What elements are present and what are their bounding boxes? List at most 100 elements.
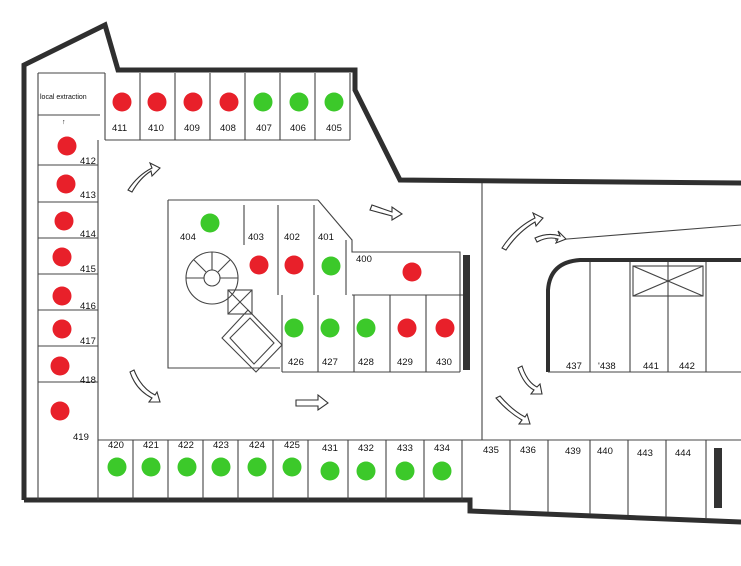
spot-number-label: 422	[178, 440, 194, 451]
bottom-row-dividers	[98, 439, 741, 518]
spot-number-label: 444	[675, 448, 691, 459]
spot-occupied-marker	[112, 92, 132, 112]
spot-number-label: 437	[566, 361, 582, 372]
spot-number-label: 411	[112, 123, 127, 134]
spot-number-label: 441	[643, 361, 659, 372]
spot-available-marker	[356, 318, 376, 338]
spot-available-marker	[177, 457, 197, 477]
spot-number-label: 443	[637, 448, 653, 459]
spot-number-label: 427	[322, 357, 338, 368]
spot-available-marker	[289, 92, 309, 112]
svg-text:↑: ↑	[62, 119, 66, 126]
arrow-icon	[534, 230, 567, 245]
spot-available-marker	[141, 457, 161, 477]
central-island	[167, 199, 470, 373]
spot-available-marker	[320, 318, 340, 338]
spot-available-marker	[253, 92, 273, 112]
spot-occupied-marker	[54, 211, 74, 231]
spot-occupied-marker	[50, 356, 70, 376]
spot-number-label: 431	[322, 443, 338, 454]
spot-number-label: '438	[598, 361, 616, 372]
spot-number-label: 442	[679, 361, 695, 372]
spot-available-marker	[320, 461, 340, 481]
spot-occupied-marker	[52, 286, 72, 306]
arrow-icon	[517, 365, 543, 395]
spot-number-label: 429	[397, 357, 413, 368]
spot-occupied-marker	[57, 136, 77, 156]
spot-number-label: 417	[80, 336, 96, 347]
spot-occupied-marker	[147, 92, 167, 112]
spot-number-label: 416	[80, 301, 96, 312]
outer-wall-bottom	[24, 497, 741, 525]
spot-number-label: 439	[565, 446, 581, 457]
spot-occupied-marker	[52, 247, 72, 267]
spot-occupied-marker	[402, 262, 422, 282]
spot-available-marker	[247, 457, 267, 477]
top-row-dividers	[37, 72, 351, 141]
right-block	[481, 183, 741, 440]
spot-number-label: 406	[290, 123, 306, 134]
spot-number-label: 407	[256, 123, 272, 134]
spot-number-label: 434	[434, 443, 450, 454]
spot-number-label: 401	[318, 232, 334, 243]
spot-occupied-marker	[249, 255, 269, 275]
spot-number-label: 430	[436, 357, 452, 368]
spot-number-label: 400	[356, 254, 372, 265]
spot-number-label: 423	[213, 440, 229, 451]
spot-occupied-marker	[284, 255, 304, 275]
spot-markers	[50, 92, 455, 481]
spot-available-marker	[321, 256, 341, 276]
spot-number-label: 402	[284, 232, 300, 243]
spot-number-label: 409	[184, 123, 200, 134]
spot-number-label: 432	[358, 443, 374, 454]
spot-available-marker	[282, 457, 302, 477]
spot-occupied-marker	[435, 318, 455, 338]
spot-occupied-marker	[397, 318, 417, 338]
room-label: local extraction	[40, 94, 87, 101]
spot-number-label: 421	[143, 440, 159, 451]
spot-labels: 411 410 409 408 407 406 405 412 413 414 415 416 417 4…	[73, 123, 695, 459]
spot-number-label: 414	[80, 229, 96, 240]
spot-number-label: 428	[358, 357, 374, 368]
spot-number-label: 420	[108, 440, 124, 451]
spot-number-label: 405	[326, 123, 342, 134]
spot-available-marker	[395, 461, 415, 481]
spot-number-label: 412	[80, 156, 96, 167]
spot-number-label: 410	[148, 123, 164, 134]
spot-occupied-marker	[56, 174, 76, 194]
spot-number-label: 418	[80, 375, 96, 386]
spot-number-label: 436	[520, 445, 536, 456]
spot-number-label: 408	[220, 123, 236, 134]
spot-number-label: 433	[397, 443, 413, 454]
spot-available-marker	[107, 457, 127, 477]
spot-available-marker	[356, 461, 376, 481]
spot-number-label: 403	[248, 232, 264, 243]
spot-available-marker	[284, 318, 304, 338]
spot-number-label: 440	[597, 446, 613, 457]
spot-number-label: 426	[288, 357, 304, 368]
spot-number-label: 424	[249, 440, 265, 451]
arrow-icon	[127, 161, 161, 193]
spot-occupied-marker	[52, 319, 72, 339]
spot-number-label: 425	[284, 440, 300, 451]
spot-number-label: 419	[73, 432, 89, 443]
spot-available-marker	[211, 457, 231, 477]
arrow-icon	[501, 211, 544, 251]
arrow-icon	[129, 369, 161, 403]
spot-occupied-marker	[50, 401, 70, 421]
spot-number-label: 404	[180, 232, 196, 243]
arrow-icon	[369, 204, 404, 221]
spot-number-label: 435	[483, 445, 499, 456]
outer-wall	[21, 21, 741, 500]
spot-number-label: 415	[80, 264, 96, 275]
traffic-arrows	[127, 161, 567, 425]
spot-available-marker	[432, 461, 452, 481]
arrow-icon	[495, 395, 531, 425]
spot-available-marker	[324, 92, 344, 112]
spot-available-marker	[200, 213, 220, 233]
spot-occupied-marker	[183, 92, 203, 112]
spot-number-label: 413	[80, 190, 96, 201]
arrow-icon	[295, 393, 329, 412]
spot-occupied-marker	[219, 92, 239, 112]
